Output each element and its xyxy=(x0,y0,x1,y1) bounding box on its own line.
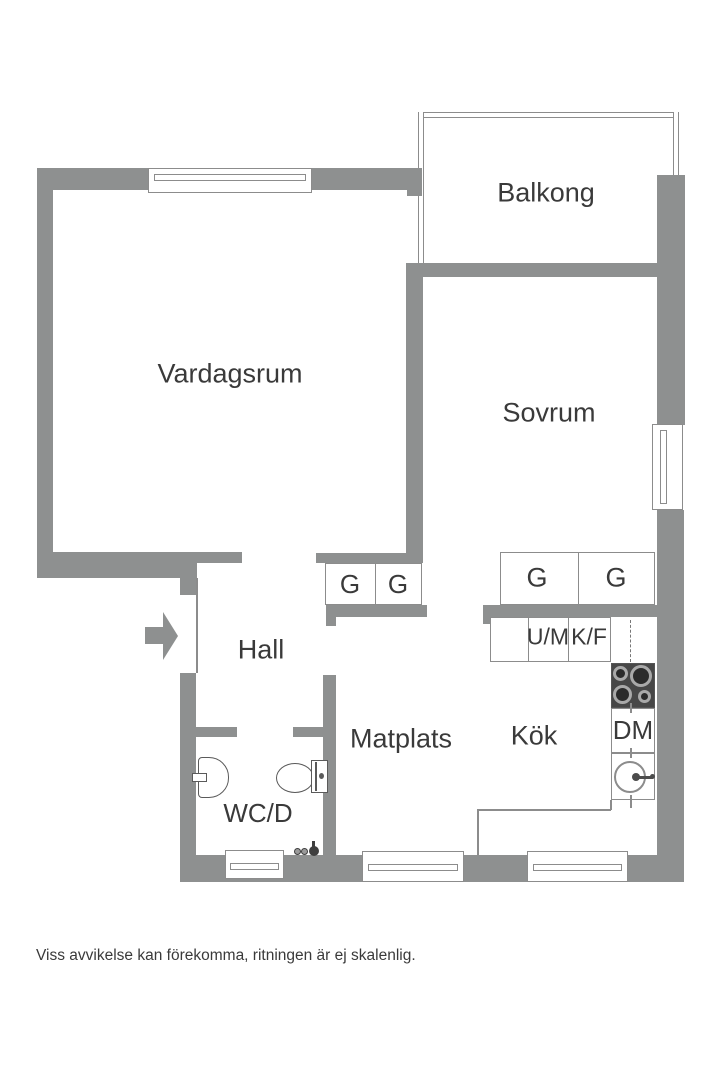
kitchen-boundary-line xyxy=(477,809,611,811)
washer-label: U/M xyxy=(526,623,570,650)
wardrobe-hall-2 xyxy=(375,563,422,605)
stove-burner xyxy=(630,665,652,687)
wall-right-upper xyxy=(657,175,685,425)
wardrobe-label: G xyxy=(339,569,361,599)
wardrobe-bedroom-1 xyxy=(500,552,579,605)
wall-bathroom-right xyxy=(323,675,336,855)
wall-central-vertical xyxy=(406,263,423,563)
stove-burner xyxy=(638,690,651,703)
toilet-flush-button xyxy=(319,773,324,779)
wall-livingroom-bottom xyxy=(37,552,197,578)
wardrobe-label: G xyxy=(605,562,627,593)
wardrobe-hall-1 xyxy=(325,563,376,605)
window-pane xyxy=(660,430,667,504)
shower-mixer-icon xyxy=(309,846,319,856)
wall-hall-closet-bottom xyxy=(326,605,427,617)
wall-top-left xyxy=(37,168,148,190)
window-pane xyxy=(230,863,279,870)
toilet-tank-line xyxy=(315,762,317,791)
shower-mixer-icon xyxy=(301,848,308,855)
room-label-bedroom: Sovrum xyxy=(502,397,596,428)
stove-burner xyxy=(613,666,628,681)
wall-left-outer xyxy=(37,168,53,578)
kitchen-sink-tap xyxy=(650,774,655,779)
wall-bedroom-kitchen-notch xyxy=(483,617,493,624)
window-pane xyxy=(368,864,458,871)
fridge-freezer-label: K/F xyxy=(571,623,607,650)
wall-bathroom-door-stub-right xyxy=(293,727,323,737)
wardrobe-bedroom-2 xyxy=(578,552,655,605)
fridge-freezer-unit xyxy=(568,617,611,662)
entrance-arrow-icon xyxy=(163,612,178,660)
room-label-balcony: Balkong xyxy=(497,177,595,208)
room-label-living-room: Vardagsrum xyxy=(157,358,303,389)
kitchen-sink-tap xyxy=(636,776,653,779)
counter-centerline xyxy=(630,620,631,662)
wall-balcony-bedroom xyxy=(408,263,658,277)
counter-centerline xyxy=(630,748,632,758)
washbasin-faucet xyxy=(192,773,207,782)
room-label-dining: Matplats xyxy=(349,723,453,754)
wall-hall-closet-top xyxy=(316,553,422,563)
room-label-kitchen: Kök xyxy=(510,720,558,751)
wall-hall-left xyxy=(180,673,196,858)
wall-bedroom-kitchen xyxy=(483,605,657,617)
window-pane xyxy=(154,174,306,181)
shower-mixer-icon xyxy=(312,841,315,848)
kitchen-boundary-line xyxy=(477,809,479,855)
wall-hall-closet-notch xyxy=(326,617,336,626)
room-label-hall: Hall xyxy=(237,634,285,665)
wardrobe-label: G xyxy=(387,569,409,599)
dishwasher-unit xyxy=(611,708,655,753)
window-icon xyxy=(652,424,683,510)
kitchen-boundary-line xyxy=(610,800,612,810)
kitchen-counter-cabinet xyxy=(490,617,529,662)
balcony-railing-icon xyxy=(673,112,679,180)
disclaimer-text: Viss avvikelse kan förekomma, ritningen … xyxy=(36,947,416,964)
entrance-arrow-icon xyxy=(145,627,163,644)
wall-right-lower xyxy=(657,510,684,882)
dishwasher-label: DM xyxy=(612,715,654,745)
shower-mixer-icon xyxy=(294,848,301,855)
wall-entry-stub xyxy=(180,578,196,595)
stove-burner xyxy=(613,685,632,704)
counter-centerline xyxy=(630,703,632,713)
wardrobe-label: G xyxy=(526,562,548,593)
balcony-railing-icon xyxy=(418,112,679,118)
wall-livingroom-bottom-thin xyxy=(197,552,242,563)
wall-bathroom-door-stub-left xyxy=(196,727,237,737)
counter-centerline xyxy=(630,795,632,808)
window-pane xyxy=(533,864,622,871)
toilet-icon xyxy=(276,763,314,793)
wall-top-right xyxy=(312,168,408,190)
wall-top-end xyxy=(407,168,422,196)
washer-unit xyxy=(528,617,569,662)
entry-opening-line xyxy=(196,578,198,673)
room-label-bathroom: WC/D xyxy=(223,798,293,828)
